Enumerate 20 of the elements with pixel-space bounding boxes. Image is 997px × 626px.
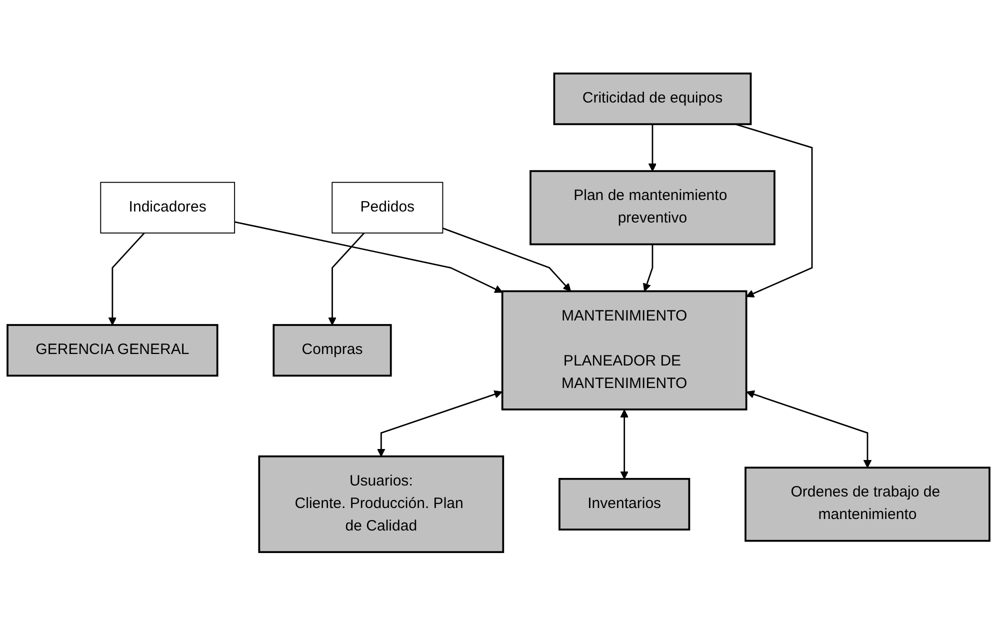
node-box: MANTENIMIENTO PLANEADOR DE MANTENIMIENTO (501, 290, 748, 411)
node-box: Pedidos (332, 182, 444, 234)
arrow (442, 228, 572, 292)
arrow (642, 244, 654, 292)
node-box: Compras (272, 324, 392, 377)
arrow (108, 232, 145, 326)
node-box: Criticidad de equipos (553, 72, 752, 126)
node-box: GERENCIA GENERAL (6, 324, 218, 377)
node-box: Ordenes de trabajo de mantenimiento (744, 466, 990, 542)
arrow (377, 390, 502, 457)
node-box: Indicadores (100, 182, 236, 234)
arrow (746, 390, 872, 468)
node-box: Inventarios (558, 478, 690, 531)
arrow (620, 410, 628, 480)
arrow (328, 232, 365, 326)
arrow (735, 124, 813, 298)
node-box: Usuarios: Cliente. Producción. Plan de Calidad (258, 456, 504, 554)
arrow (234, 221, 503, 294)
arrow (648, 124, 657, 172)
node-box: Plan de mantenimiento preventivo (530, 170, 776, 246)
